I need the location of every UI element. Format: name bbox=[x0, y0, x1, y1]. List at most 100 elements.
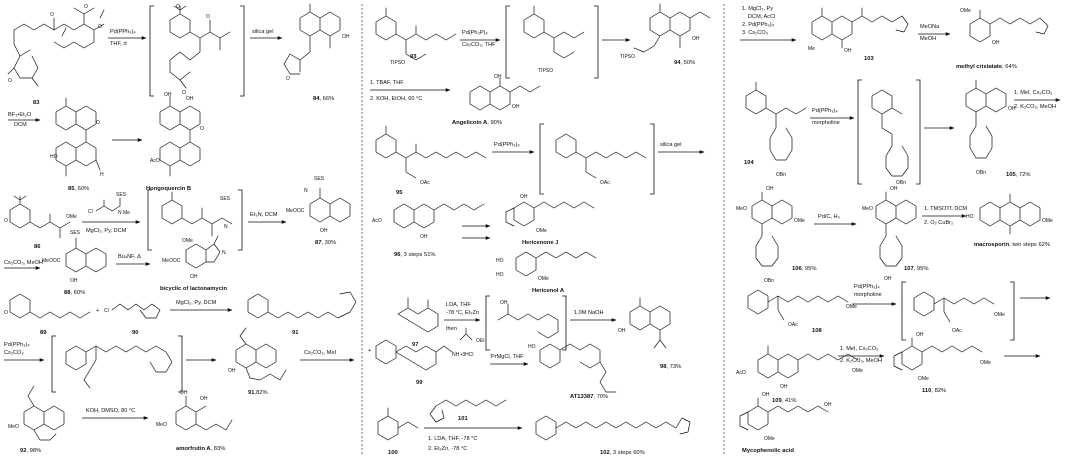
atom-label: MeO bbox=[736, 206, 747, 212]
atom-label: MeOOC bbox=[162, 258, 181, 264]
atom-label: OH bbox=[824, 402, 832, 408]
compound-label-103: 103 bbox=[864, 56, 874, 62]
condition-text: 2. K₂CO₃, MeOH bbox=[840, 358, 882, 364]
atom-label: AcO bbox=[372, 218, 382, 224]
methyl-cristatate-structure bbox=[969, 9, 1049, 43]
compound-label-mycophenolic-acid: Mycophenolic acid bbox=[742, 448, 794, 454]
atom-label: OMe bbox=[536, 228, 547, 234]
condition-text: DCM, AcCl bbox=[748, 14, 775, 20]
compound-label-angelicoin-a: Angelicoin A, 90% bbox=[452, 120, 502, 126]
compound-label-96: 96, 3 steps 51% bbox=[394, 252, 436, 258]
condition-text: 2. K₂CO₃, MeOH bbox=[1014, 104, 1056, 110]
compound-93-structure bbox=[375, 7, 457, 61]
compound-104-structure bbox=[745, 81, 807, 161]
compound-label-101: 101 bbox=[458, 416, 468, 422]
atom-label: TIPSO bbox=[390, 60, 405, 66]
compound-97-structure bbox=[397, 297, 439, 333]
plus-sign: + bbox=[368, 348, 372, 354]
compound-label-94: 94, 50% bbox=[674, 60, 695, 66]
bracket-left bbox=[857, 79, 862, 185]
compound-89-structure bbox=[9, 293, 91, 319]
bracket-right bbox=[916, 79, 921, 185]
bracket-right bbox=[178, 335, 183, 393]
atom-label: MeO bbox=[8, 424, 19, 430]
atom-label: Cl bbox=[104, 308, 109, 314]
compound-108-structure bbox=[747, 289, 849, 321]
atom-label: O bbox=[4, 310, 8, 316]
intermediate-structure bbox=[497, 303, 559, 339]
condition-text: 1. MeI, Cs₂CO₃ bbox=[840, 346, 878, 352]
atom-label: OH bbox=[762, 392, 770, 398]
atom-label: OH bbox=[780, 384, 788, 390]
atom-label: OH bbox=[692, 36, 700, 42]
atom-label: OMe bbox=[794, 218, 805, 224]
atom-label: N bbox=[304, 188, 308, 194]
compound-91-structure bbox=[247, 291, 357, 319]
compound-label-83: 83 bbox=[33, 100, 40, 106]
compound-label-106: 106, 95% bbox=[792, 266, 817, 272]
condition-text: 1. MeI, Cs₂CO₃ bbox=[1014, 90, 1052, 96]
compound-95-structure bbox=[375, 125, 487, 179]
panel-2: TIPSO 93 Pd(Ph₃P)₄ Cs₂CO₃, THF TIPSO OH … bbox=[368, 3, 711, 456]
atom-label: O bbox=[4, 218, 8, 224]
condition-text: 3. Cs₂CO₃ bbox=[742, 30, 768, 36]
atom-label: OH bbox=[494, 74, 502, 80]
compound-label-bicyclic: bicyclic of lactonamycin bbox=[160, 286, 227, 292]
atom-label: OBn bbox=[976, 170, 986, 176]
atom-label: AcO bbox=[736, 370, 746, 376]
condition-text: Pd(Ph₃P)₄ bbox=[462, 30, 488, 36]
condition-text: 1. TMSOTf, DCM bbox=[924, 206, 967, 212]
compound-84-structure bbox=[283, 3, 341, 75]
bracket-right bbox=[562, 295, 567, 351]
atom-label: OH bbox=[186, 96, 194, 102]
condition-text: Pd(PPh₃)₄ bbox=[494, 142, 520, 148]
condition-text: Cs₂CO₃, MeI bbox=[304, 350, 337, 356]
compound-label-88: 88, 60% bbox=[64, 290, 85, 296]
compound-label-hericenol-a: Hericenol A bbox=[532, 288, 565, 294]
compound-label-hongoquercin-b: Hongoquercin B bbox=[146, 186, 191, 192]
atom-label: MeOOC bbox=[42, 258, 61, 264]
condition-text: LDA, THF bbox=[446, 302, 471, 308]
angelicoin-a-structure bbox=[469, 77, 541, 111]
compound-label-91: 91 bbox=[292, 330, 299, 336]
compound-label-97: 97 bbox=[412, 342, 418, 348]
compound-label-108: 108 bbox=[812, 328, 822, 334]
atom-label: MeO bbox=[156, 422, 167, 428]
atom-label: OMe bbox=[980, 360, 991, 366]
bicyclic-lactonamycin-structure bbox=[185, 235, 221, 269]
atom-label: HO bbox=[496, 272, 504, 278]
condition-text: silica gel bbox=[660, 142, 681, 148]
atom-label: OMe bbox=[764, 436, 775, 442]
condition-text: DCM bbox=[14, 122, 27, 128]
panel-1: O O O O 83 Pd(PPh₃)₄ THF, rt O O O silic… bbox=[4, 3, 357, 454]
atom-label: N bbox=[224, 224, 228, 230]
atom-label: N bbox=[222, 250, 226, 256]
condition-text: 2. O₂ CuBr₂ bbox=[924, 220, 953, 226]
atom-label: OH bbox=[70, 278, 78, 284]
intermediate-structure bbox=[913, 291, 995, 323]
atom-label: OH bbox=[342, 34, 350, 40]
atom-label: OH bbox=[512, 104, 520, 110]
condition-text: 1. TBAF, THF bbox=[370, 80, 404, 86]
atom-label: SES bbox=[220, 196, 231, 202]
atom-label: O bbox=[50, 12, 54, 18]
condition-text: ⁱPrMgCl, THF bbox=[490, 352, 524, 360]
atom-label: OH bbox=[766, 186, 774, 192]
amorfrutin-a-structure bbox=[175, 395, 233, 431]
atom-label: OMe bbox=[960, 8, 971, 14]
condition-text: 2. Pd(PPh₃)₄ bbox=[742, 22, 775, 28]
compound-label-86: 86 bbox=[34, 244, 41, 250]
compound-label-87: 87, 30% bbox=[315, 240, 336, 246]
compound-109-structure bbox=[757, 345, 859, 379]
compound-99-structure bbox=[375, 339, 453, 371]
atom-label: OAc bbox=[600, 180, 610, 186]
compound-100-structure bbox=[377, 407, 419, 441]
compound-label-macrosporin: macrosporin, two steps 62% bbox=[974, 242, 1050, 248]
condition-text: Pd(PPh₃)₄ bbox=[854, 284, 880, 290]
atom-label: HO bbox=[50, 154, 58, 160]
atom-label: OMe bbox=[182, 238, 193, 244]
atom-label: OH bbox=[420, 234, 428, 240]
bracket-right bbox=[240, 5, 245, 97]
atom-label: OAc bbox=[420, 180, 430, 186]
